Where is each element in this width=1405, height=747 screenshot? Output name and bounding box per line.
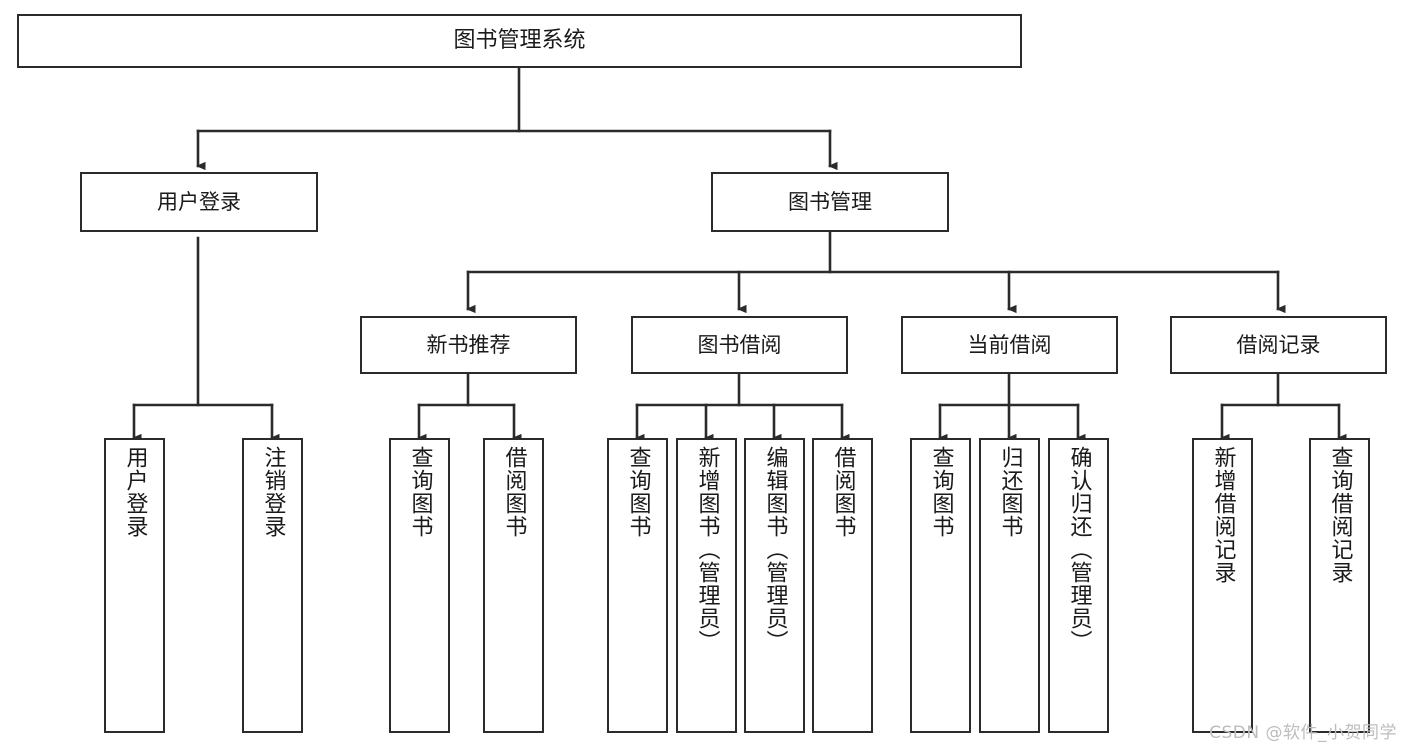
node-label: 新增借阅记录 <box>1210 446 1236 584</box>
node-book-management[interactable]: 图书管理 <box>711 172 949 232</box>
node-label: 当前借阅 <box>967 332 1052 357</box>
node-leaf-confirm-return-admin[interactable]: 确认归还（管理员） <box>1048 438 1109 733</box>
node-label: 查询图书 <box>625 446 651 538</box>
node-label: 确认归还（管理员） <box>1066 446 1092 653</box>
node-label: 编辑图书（管理员） <box>762 446 788 653</box>
node-label: 查询图书 <box>928 446 954 538</box>
node-leaf-query-book-current[interactable]: 查询图书 <box>910 438 971 733</box>
node-label: 图书管理系统 <box>453 28 586 54</box>
node-label: 查询借阅记录 <box>1327 446 1353 584</box>
node-label: 图书借阅 <box>697 332 782 357</box>
node-book-management-system[interactable]: 图书管理系统 <box>17 14 1022 68</box>
node-current-borrow[interactable]: 当前借阅 <box>901 316 1118 374</box>
node-leaf-query-book-recommend[interactable]: 查询图书 <box>389 438 450 733</box>
node-label: 图书管理 <box>788 189 872 214</box>
node-label: 借阅记录 <box>1236 332 1321 357</box>
node-leaf-borrow-book[interactable]: 借阅图书 <box>812 438 873 733</box>
node-borrow-record[interactable]: 借阅记录 <box>1170 316 1387 374</box>
node-label: 借阅图书 <box>830 446 856 538</box>
node-label: 新书推荐 <box>426 332 511 357</box>
node-leaf-query-borrow-record[interactable]: 查询借阅记录 <box>1309 438 1370 733</box>
node-leaf-logout[interactable]: 注销登录 <box>242 438 303 733</box>
node-leaf-user-login[interactable]: 用户登录 <box>104 438 165 733</box>
node-label: 用户登录 <box>122 446 148 538</box>
node-leaf-query-book-borrow[interactable]: 查询图书 <box>607 438 668 733</box>
node-user-login[interactable]: 用户登录 <box>80 172 318 232</box>
node-leaf-add-book-admin[interactable]: 新增图书（管理员） <box>676 438 737 733</box>
node-leaf-borrow-book-recommend[interactable]: 借阅图书 <box>483 438 544 733</box>
node-label: 注销登录 <box>260 446 286 538</box>
node-label: 新增图书（管理员） <box>694 446 720 653</box>
node-label: 用户登录 <box>157 189 241 214</box>
node-label: 归还图书 <box>997 446 1023 538</box>
node-book-borrow[interactable]: 图书借阅 <box>631 316 848 374</box>
node-leaf-return-book[interactable]: 归还图书 <box>979 438 1040 733</box>
node-new-book-recommend[interactable]: 新书推荐 <box>360 316 577 374</box>
node-label: 借阅图书 <box>501 446 527 538</box>
watermark-text: CSDN @软件_小贺同学 <box>1209 723 1397 743</box>
node-label: 查询图书 <box>407 446 433 538</box>
node-leaf-edit-book-admin[interactable]: 编辑图书（管理员） <box>744 438 805 733</box>
node-leaf-add-borrow-record[interactable]: 新增借阅记录 <box>1192 438 1253 733</box>
